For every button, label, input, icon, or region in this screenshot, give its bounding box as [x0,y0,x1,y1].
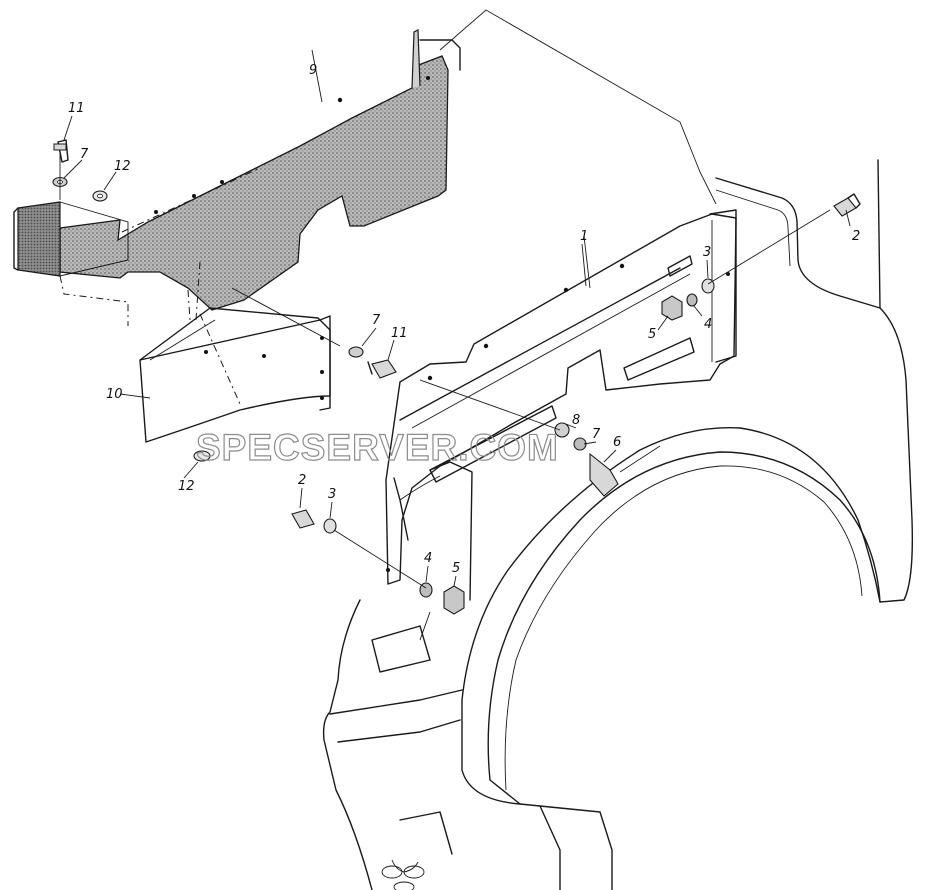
callout-7-mid: 7 [372,313,381,328]
part-1-mudguard-panel [385,209,737,585]
callout-5-right: 5 [648,327,656,342]
callout-2-right: 2 [852,229,860,244]
fastener-washer-4-right [686,293,698,307]
callout-12-bottom: 12 [178,479,195,494]
fastener-washer-8 [554,422,570,438]
callout-9: 9 [309,63,317,78]
fastener-washer-3-left [323,518,337,534]
assembly-leader-lines [59,9,831,641]
callout-5-left: 5 [452,561,460,576]
fastener-bolt-2-right [833,193,861,217]
callout-11-mid: 11 [391,326,408,341]
fastener-bolt-11-top [53,139,69,163]
callout-2-left: 2 [298,473,306,488]
callout-labels: 1 2 2 3 3 4 4 5 5 6 7 7 7 8 9 10 11 11 1… [68,63,860,576]
watermark-text: SPECSERVER.COM [196,427,559,468]
callout-10: 10 [106,387,123,402]
fastener-nut-5-right [661,295,683,321]
part-10-lower-deflector [139,307,331,443]
fastener-bolt-2-left [291,509,315,529]
callout-11-top: 11 [68,101,85,116]
callout-6: 6 [613,435,621,450]
callout-8: 8 [572,413,580,428]
part-9-upper-shield [13,29,461,326]
callout-3-right: 3 [703,245,711,260]
fastener-washer-7-mid [348,346,364,358]
cab-wing-panel [322,159,914,890]
callout-7-top: 7 [80,147,89,162]
fastener-nut-5-left [443,585,465,615]
fastener-clip-12-top [92,190,108,202]
callout-7-right: 7 [592,427,601,442]
callout-4-left: 4 [424,551,432,566]
callout-leaders [63,115,851,587]
fastener-bolt-6 [589,452,619,497]
callout-12-top: 12 [114,159,131,174]
callout-3-left: 3 [328,487,336,502]
callout-1: 1 [580,229,588,244]
fastener-clip-12-bottom [193,450,211,462]
callout-4-right: 4 [704,317,712,332]
fastener-bolt-11-mid [367,359,397,379]
